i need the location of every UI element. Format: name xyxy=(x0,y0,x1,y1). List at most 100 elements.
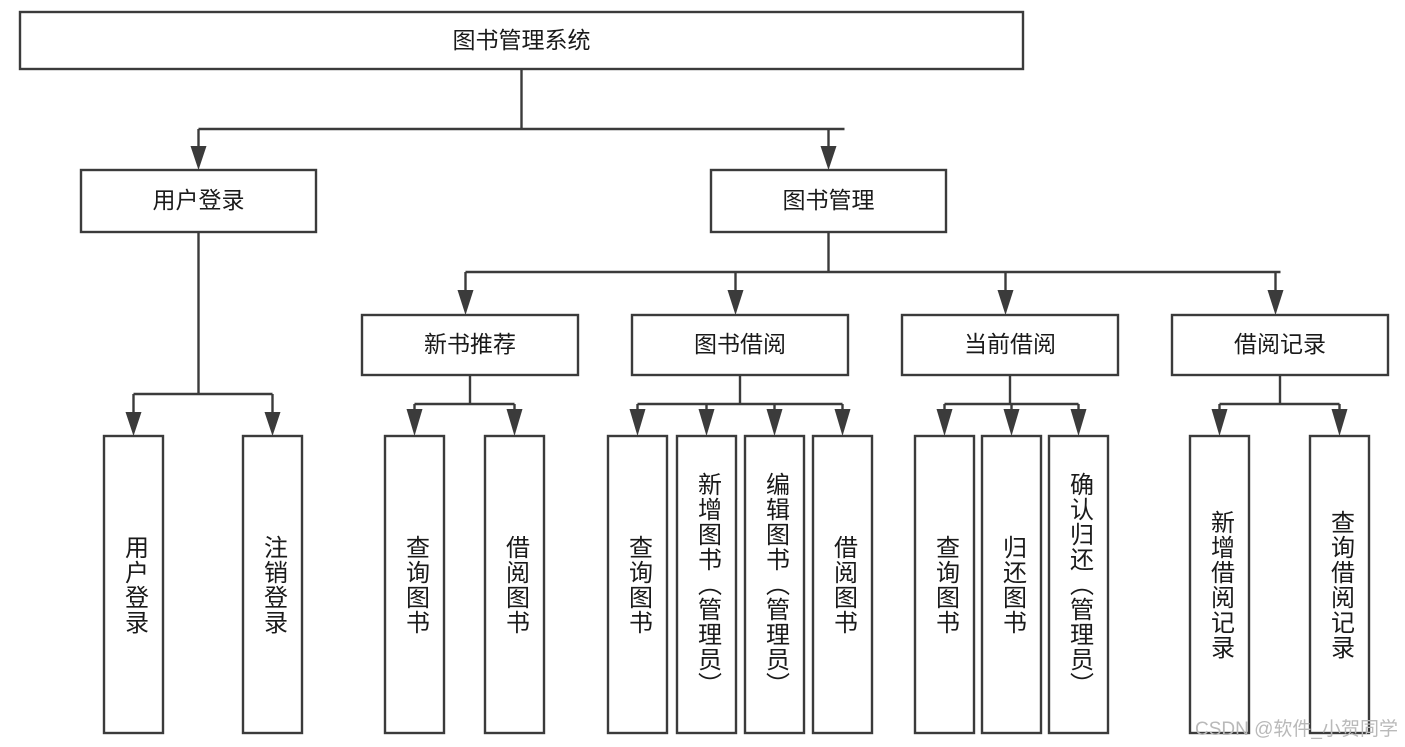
node-current-borrow-label: 当前借阅 xyxy=(964,331,1056,357)
node-leaf-confirm-return-rect[interactable] xyxy=(1047,434,1110,735)
node-current-borrow[interactable]: 当前借阅 xyxy=(900,313,1120,377)
node-book-manage-rect[interactable] xyxy=(709,168,948,234)
arrow-head-borrow-record xyxy=(1267,290,1284,315)
node-leaf-add-record-label: 新增借阅记录 xyxy=(1206,509,1234,660)
arrow-head-new-book-recommend xyxy=(457,290,474,315)
node-leaf-borrow-book-2-label: 借阅图书 xyxy=(829,534,857,635)
node-borrow-record[interactable]: 借阅记录 xyxy=(1170,313,1390,377)
node-root-label: 图书管理系统 xyxy=(453,27,591,53)
node-leaf-add-record[interactable]: 新增借阅记录 xyxy=(1188,434,1251,735)
node-new-book-recommend[interactable]: 新书推荐 xyxy=(360,313,580,377)
node-leaf-query-book-2-label: 查询图书 xyxy=(624,534,652,635)
node-leaf-query-book-1[interactable]: 查询图书 xyxy=(383,434,446,735)
node-leaf-borrow-book-2[interactable]: 借阅图书 xyxy=(811,434,874,735)
node-root[interactable]: 图书管理系统 xyxy=(18,10,1025,71)
node-leaf-logout[interactable]: 注销登录 xyxy=(241,434,304,735)
node-leaf-add-book-fo: 新增图书（管理员） xyxy=(693,472,721,697)
node-new-book-recommend-label: 新书推荐 xyxy=(424,331,516,357)
node-leaf-query-book-1-fo: 查询图书 xyxy=(401,534,429,635)
node-leaf-query-record[interactable]: 查询借阅记录 xyxy=(1308,434,1371,735)
arrow-head-query-book-3 xyxy=(936,409,953,436)
node-leaf-query-record-rect[interactable] xyxy=(1308,434,1371,735)
node-user-login-label: 用户登录 xyxy=(153,187,245,213)
node-leaf-confirm-return-label: 确认归还（管理员） xyxy=(1065,472,1093,697)
node-book-manage-label: 图书管理 xyxy=(783,187,875,213)
node-leaf-user-login-label: 用户登录 xyxy=(120,534,148,635)
node-leaf-query-book-1-rect[interactable] xyxy=(383,434,446,735)
arrow-head-query-book-2 xyxy=(629,409,646,436)
connector-group-current-borrow xyxy=(936,375,1087,436)
node-user-login-rect[interactable] xyxy=(79,168,318,234)
node-book-borrow-label: 图书借阅 xyxy=(694,331,786,357)
arrow-head-book-manage xyxy=(820,146,837,170)
node-leaf-logout-rect[interactable] xyxy=(241,434,304,735)
arrow-head-leaf-logout xyxy=(264,412,281,436)
node-leaf-return-book-rect[interactable] xyxy=(980,434,1043,735)
node-leaf-edit-book[interactable]: 编辑图书（管理员） xyxy=(743,434,806,735)
node-leaf-borrow-book-1[interactable]: 借阅图书 xyxy=(483,434,546,735)
arrow-head-current-borrow xyxy=(997,290,1014,315)
arrow-head-confirm-return xyxy=(1070,409,1087,436)
node-leaf-add-book-rect[interactable] xyxy=(675,434,738,735)
node-leaf-query-book-2-fo: 查询图书 xyxy=(624,534,652,635)
node-leaf-confirm-return[interactable]: 确认归还（管理员） xyxy=(1047,434,1110,735)
node-leaf-query-book-2[interactable]: 查询图书 xyxy=(606,434,669,735)
node-new-book-recommend-rect[interactable] xyxy=(360,313,580,377)
arrow-head-add-book xyxy=(698,409,715,436)
arrow-head-return-book xyxy=(1003,409,1020,436)
node-user-login[interactable]: 用户登录 xyxy=(79,168,318,234)
node-book-manage[interactable]: 图书管理 xyxy=(709,168,948,234)
node-leaf-edit-book-fo: 编辑图书（管理员） xyxy=(761,472,789,697)
node-leaf-query-book-3-rect[interactable] xyxy=(913,434,976,735)
node-leaf-user-login-fo: 用户登录 xyxy=(120,534,148,635)
node-leaf-borrow-book-1-label: 借阅图书 xyxy=(501,534,529,635)
node-leaf-borrow-book-1-rect[interactable] xyxy=(483,434,546,735)
node-borrow-record-label: 借阅记录 xyxy=(1234,331,1326,357)
connector-group-book-borrow xyxy=(629,375,851,436)
arrow-head-user-login xyxy=(190,146,207,170)
node-leaf-add-book-label: 新增图书（管理员） xyxy=(693,472,721,697)
node-leaf-edit-book-rect[interactable] xyxy=(743,434,806,735)
node-leaf-query-book-3-label: 查询图书 xyxy=(931,534,959,635)
node-current-borrow-rect[interactable] xyxy=(900,313,1120,377)
node-book-borrow[interactable]: 图书借阅 xyxy=(630,313,850,377)
connector-group-book-manage xyxy=(457,232,1284,315)
node-leaf-query-book-1-label: 查询图书 xyxy=(401,534,429,635)
arrow-head-book-borrow xyxy=(727,290,744,315)
connector-group-new-book-recommend xyxy=(406,375,523,436)
node-leaf-return-book-fo: 归还图书 xyxy=(998,534,1026,635)
node-leaf-return-book-label: 归还图书 xyxy=(998,534,1026,635)
arrow-head-borrow-book-1 xyxy=(506,409,523,436)
node-leaf-logout-fo: 注销登录 xyxy=(259,534,287,635)
node-leaf-return-book[interactable]: 归还图书 xyxy=(980,434,1043,735)
node-leaf-add-book[interactable]: 新增图书（管理员） xyxy=(675,434,738,735)
arrow-head-leaf-user-login xyxy=(125,412,142,436)
node-leaf-logout-label: 注销登录 xyxy=(259,534,287,635)
node-leaf-query-record-label: 查询借阅记录 xyxy=(1326,509,1354,660)
arrow-head-query-record xyxy=(1331,409,1348,436)
node-root-rect[interactable] xyxy=(18,10,1025,71)
node-leaf-user-login-rect[interactable] xyxy=(102,434,165,735)
node-leaf-edit-book-label: 编辑图书（管理员） xyxy=(761,472,789,697)
connector-group-user-login xyxy=(125,232,281,436)
node-leaf-borrow-book-1-fo: 借阅图书 xyxy=(501,534,529,635)
connector-group-borrow-record xyxy=(1211,375,1348,436)
arrow-head-borrow-book-2 xyxy=(834,409,851,436)
node-leaf-user-login[interactable]: 用户登录 xyxy=(102,434,165,735)
node-book-borrow-rect[interactable] xyxy=(630,313,850,377)
node-leaf-add-record-rect[interactable] xyxy=(1188,434,1251,735)
node-leaf-confirm-return-fo: 确认归还（管理员） xyxy=(1065,472,1093,697)
node-leaf-borrow-book-2-fo: 借阅图书 xyxy=(829,534,857,635)
node-leaf-borrow-book-2-rect[interactable] xyxy=(811,434,874,735)
node-leaf-query-book-3[interactable]: 查询图书 xyxy=(913,434,976,735)
node-leaf-query-book-2-rect[interactable] xyxy=(606,434,669,735)
node-borrow-record-rect[interactable] xyxy=(1170,313,1390,377)
node-leaf-add-record-fo: 新增借阅记录 xyxy=(1206,509,1234,660)
arrow-head-edit-book xyxy=(766,409,783,436)
watermark: CSDN @软件_小贺同学 xyxy=(1195,718,1398,740)
arrow-head-query-book-1 xyxy=(406,409,423,436)
node-leaf-query-book-3-fo: 查询图书 xyxy=(931,534,959,635)
connector-group-root xyxy=(190,69,845,170)
node-leaf-query-record-fo: 查询借阅记录 xyxy=(1326,509,1354,660)
